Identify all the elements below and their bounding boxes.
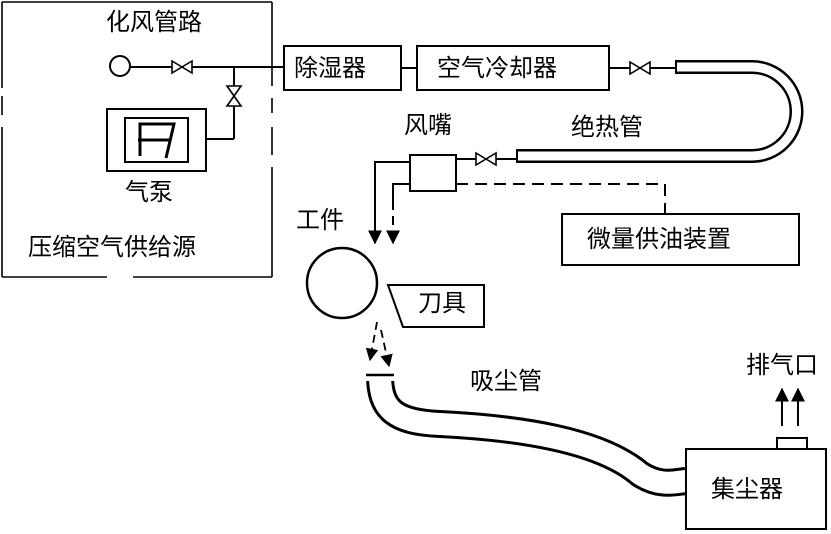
cutter-shape (386, 284, 485, 328)
valve-icon (475, 151, 497, 167)
exhaust-port-label: 排气口 (746, 351, 818, 379)
pipe-network (109, 55, 284, 77)
exhaust-arrows (775, 387, 805, 426)
cutter-label: 刀具 (418, 289, 466, 317)
valve-icon (629, 60, 651, 76)
nozzle-box (409, 154, 457, 192)
valve-vertical-icon (225, 85, 243, 107)
valve-icon (171, 59, 193, 75)
dust-collector-label: 集尘器 (711, 475, 783, 503)
suction-pipe (362, 371, 688, 497)
workpiece-circle (305, 246, 379, 320)
air-cooler-label: 空气冷却器 (437, 54, 557, 82)
chip-flow-arrows (365, 321, 393, 368)
pipe-network-port-icon (109, 55, 131, 77)
insulated-pipe (516, 60, 804, 163)
supply-source-enclosure (1, 1, 273, 278)
air-pump-label: 气泵 (125, 178, 173, 206)
micro-oil-supply-box (561, 213, 800, 266)
pump-icon (138, 122, 176, 159)
dehumidifier-label: 除湿器 (294, 54, 366, 82)
exhaust-outlet-stub (776, 437, 808, 450)
insulated-pipe-label: 绝热管 (571, 113, 643, 141)
cooler-outlet (609, 60, 676, 76)
micro-oil-supply-label: 微量供油装置 (587, 225, 731, 253)
pump-branch (206, 67, 243, 140)
pipe-network-label: 化风管路 (106, 8, 202, 36)
nozzle-label: 风嘴 (404, 111, 452, 139)
air-pump (106, 108, 207, 172)
dust-collector-box (685, 448, 827, 530)
compressed-air-source-label: 压缩空气供给源 (28, 233, 196, 261)
workpiece-label: 工件 (296, 206, 344, 234)
nozzle-assembly (368, 151, 666, 245)
suction-pipe-label: 吸尘管 (470, 367, 542, 395)
